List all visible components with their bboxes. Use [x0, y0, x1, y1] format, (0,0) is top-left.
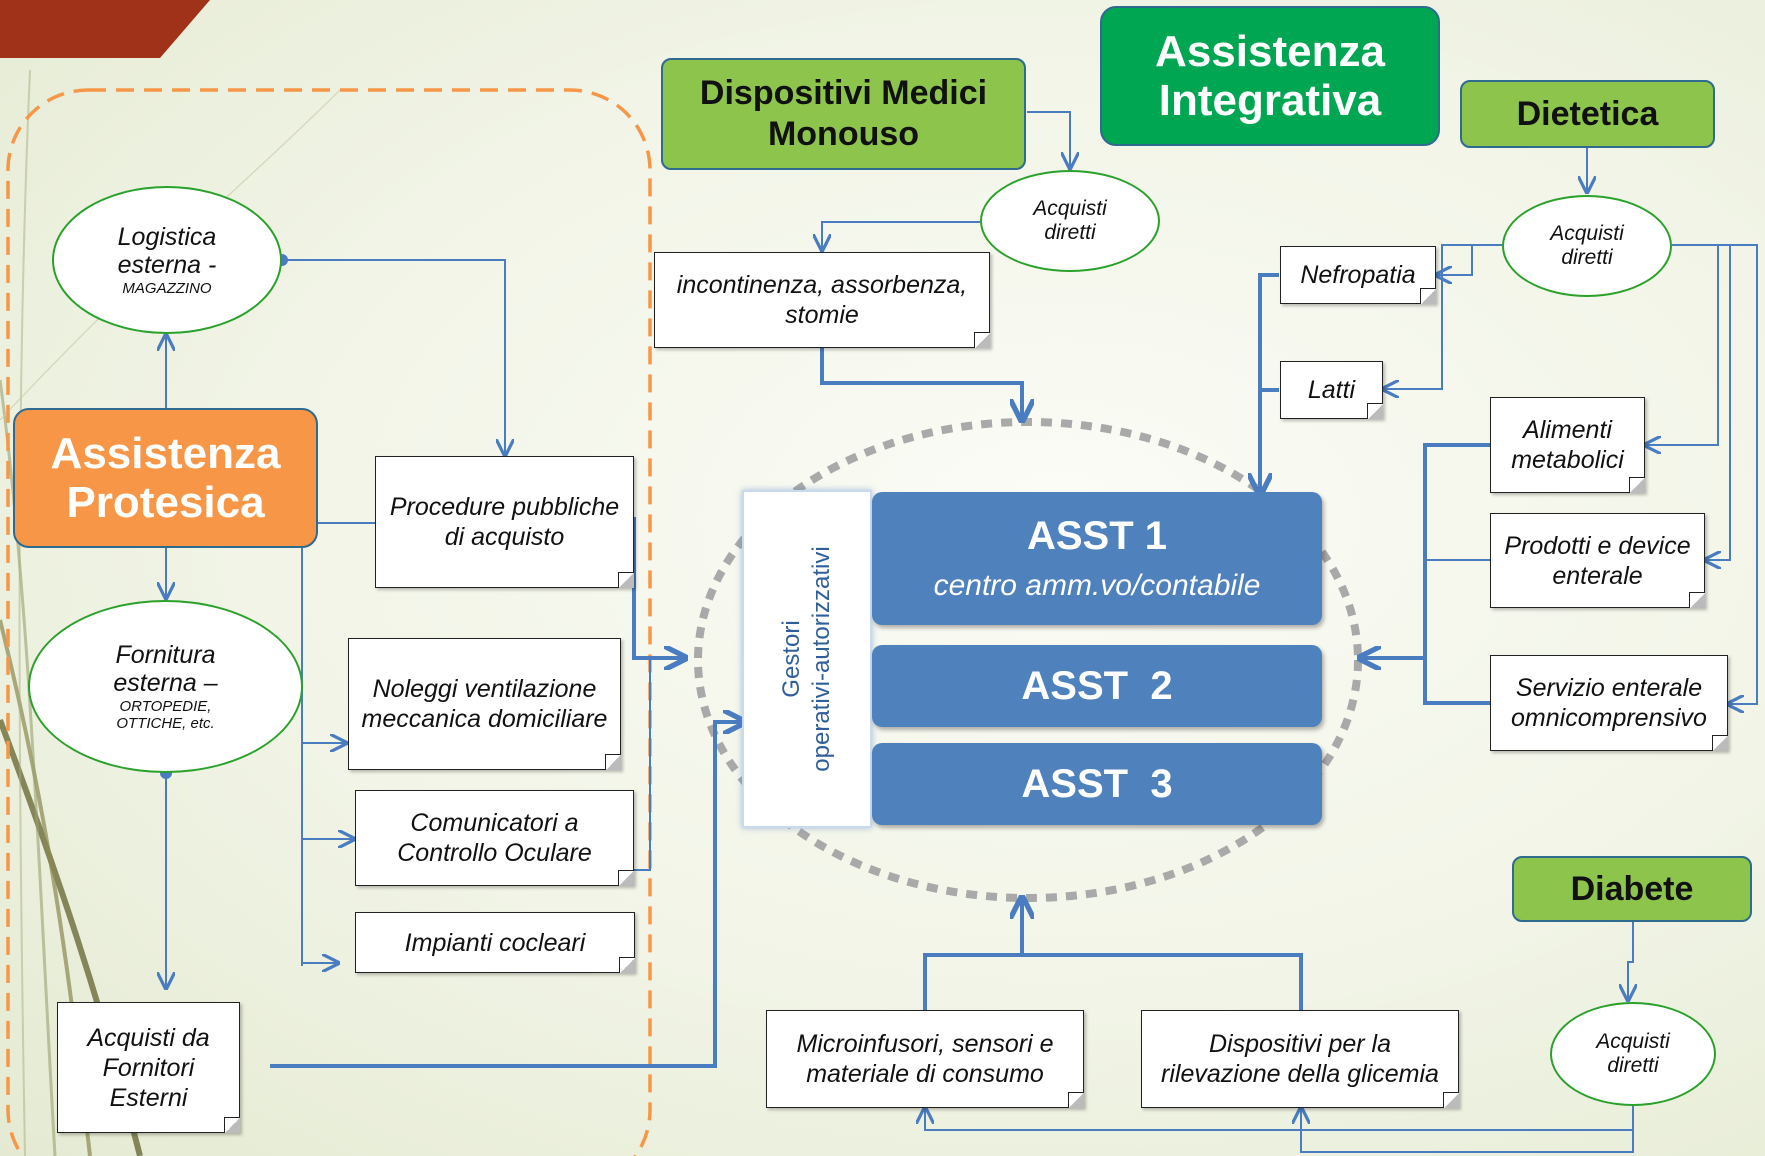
acquisti-diretti-label: Acquisti diretti: [1033, 196, 1107, 244]
logistica-line1: Logistica: [117, 222, 217, 251]
asst2-label: ASST 2: [1021, 663, 1173, 708]
servizio-label: Servizio enterale omnicomprensivo: [1511, 674, 1707, 732]
servizio-enterale-box: Servizio enterale omnicomprensivo: [1490, 655, 1728, 751]
acquisti-fornitori-label: Acquisti da Fornitori Esterni: [87, 1023, 210, 1112]
incontinenza-label: incontinenza, assorbenza, stomie: [676, 271, 968, 329]
acquisti-diretti-label: Acquisti diretti: [1596, 1029, 1670, 1077]
prodotti-device-box: Prodotti e device enterale: [1490, 513, 1705, 608]
gestori-line1: Gestori: [778, 620, 805, 698]
microinfusori-label: Microinfusori, sensori e materiale di co…: [796, 1030, 1054, 1088]
acquisti-diretti-label: Acquisti diretti: [1550, 221, 1624, 269]
noleggi-box: Noleggi ventilazione meccanica domicilia…: [348, 638, 621, 770]
fornitura-esterna-oval: Fornitura esterna – ORTOPEDIE, OTTICHE, …: [28, 600, 303, 773]
corner-decoration: [0, 0, 210, 58]
dispositivi-glicemia-box: Dispositivi per la rilevazione della gli…: [1141, 1010, 1459, 1108]
nefropatia-box: Nefropatia: [1280, 246, 1436, 304]
dietetica-label: Dietetica: [1516, 94, 1659, 133]
acquisti-diretti-dispositivi-oval: Acquisti diretti: [980, 170, 1160, 272]
dispositivi-glicemia-label: Dispositivi per la rilevazione della gli…: [1161, 1030, 1439, 1088]
microinfusori-box: Microinfusori, sensori e materiale di co…: [766, 1010, 1084, 1108]
dispositivi-medici-label: Dispositivi Medici Monouso: [699, 74, 988, 153]
comunicatori-box: Comunicatori a Controllo Oculare: [355, 790, 634, 886]
prodotti-label: Prodotti e device enterale: [1504, 531, 1691, 590]
comunicatori-label: Comunicatori a Controllo Oculare: [397, 809, 592, 867]
assistenza-protesica-label: Assistenza Protesica: [50, 428, 281, 527]
assistenza-integrativa-label: Assistenza Integrativa: [1155, 26, 1385, 125]
asst3-label: ASST 3: [1021, 761, 1173, 806]
impianti-label: Impianti cocleari: [404, 928, 586, 957]
acquisti-diretti-diabete-oval: Acquisti diretti: [1550, 1002, 1716, 1106]
procedure-pubbliche-box: Procedure pubbliche di acquisto: [375, 456, 634, 588]
alimenti-label: Alimenti metabolici: [1511, 416, 1624, 474]
assistenza-integrativa-title: Assistenza Integrativa: [1100, 6, 1440, 146]
fornitura-line2: esterna –: [113, 669, 218, 698]
procedure-label: Procedure pubbliche di acquisto: [389, 493, 620, 551]
dietetica-title: Dietetica: [1460, 80, 1715, 148]
alimenti-metabolici-box: Alimenti metabolici: [1490, 397, 1645, 493]
fornitura-sub1: ORTOPEDIE,: [119, 698, 212, 715]
acquisti-diretti-dietetica-oval: Acquisti diretti: [1502, 195, 1672, 297]
gestori-panel: Gestori operativi-autorizzativi: [742, 490, 872, 828]
asst1-label: ASST 1: [1026, 514, 1168, 558]
assistenza-protesica-title: Assistenza Protesica: [13, 408, 318, 548]
asst2-block: ASST 2: [872, 645, 1322, 727]
dispositivi-medici-title: Dispositivi Medici Monouso: [661, 58, 1026, 170]
asst1-block: ASST 1 centro amm.vo/contabile: [872, 492, 1322, 625]
gestori-line2: operativi-autorizzativi: [808, 546, 835, 772]
acquisti-fornitori-box: Acquisti da Fornitori Esterni: [57, 1002, 240, 1133]
logistica-esterna-oval: Logistica esterna - MAGAZZINO: [52, 186, 282, 334]
incontinenza-box: incontinenza, assorbenza, stomie: [654, 252, 990, 348]
diabete-title: Diabete: [1512, 856, 1752, 922]
nefropatia-label: Nefropatia: [1300, 261, 1416, 289]
asst3-block: ASST 3: [872, 743, 1322, 825]
impianti-cocleari-box: Impianti cocleari: [355, 912, 635, 973]
latti-box: Latti: [1280, 361, 1383, 419]
asst1-sub: centro amm.vo/contabile: [933, 569, 1261, 602]
latti-label: Latti: [1307, 376, 1356, 404]
logistica-sub: MAGAZZINO: [122, 280, 212, 298]
fornitura-line1: Fornitura: [115, 640, 216, 669]
gestori-label: Gestori operativi-autorizzativi: [777, 490, 837, 828]
protesica-region: [6, 88, 652, 1156]
fornitura-sub2: OTTICHE, etc.: [116, 715, 215, 733]
noleggi-label: Noleggi ventilazione meccanica domicilia…: [361, 675, 608, 733]
diabete-label: Diabete: [1570, 869, 1694, 908]
logistica-line2: esterna -: [117, 251, 217, 280]
